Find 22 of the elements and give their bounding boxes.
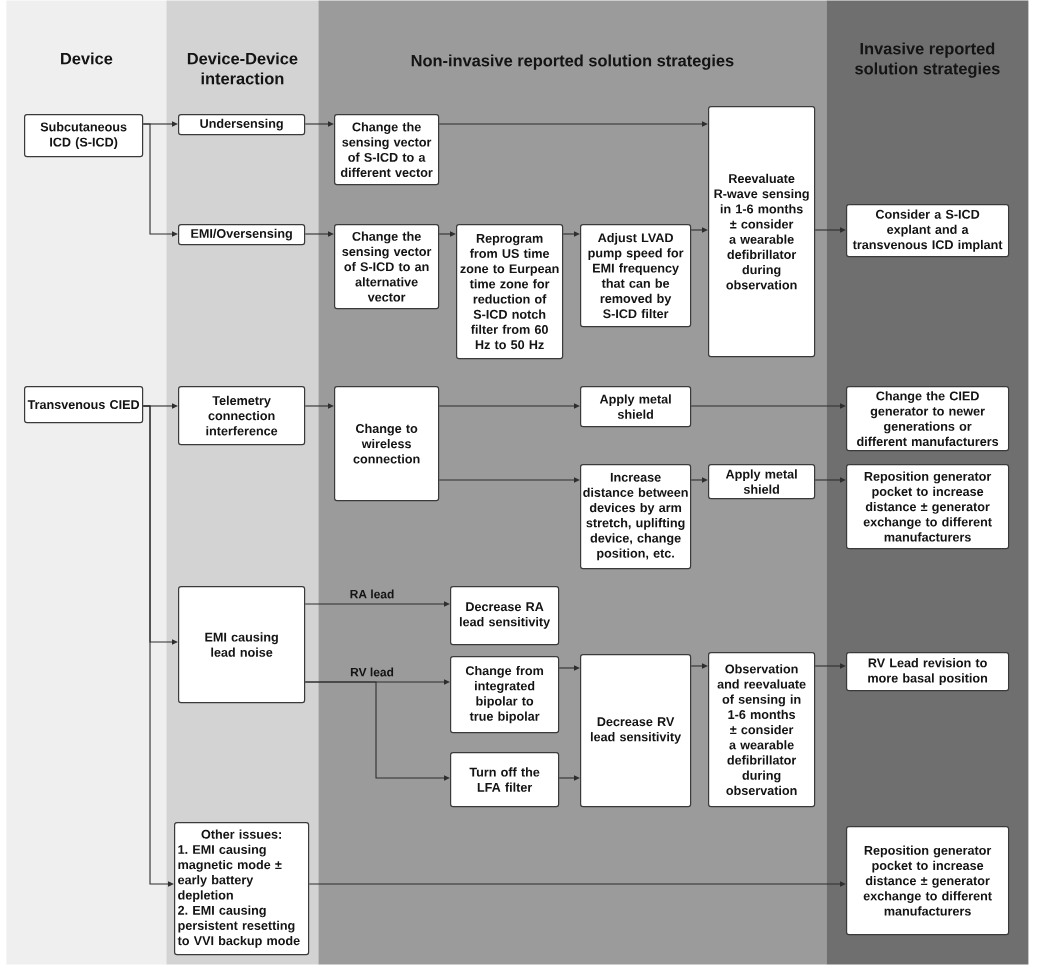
arrow [814,477,846,483]
arrow [690,663,708,669]
arrow [814,227,846,233]
arrow [304,681,450,781]
arrow [438,231,456,237]
arrow [438,403,580,409]
arrow [142,405,174,887]
arrow [558,665,580,671]
arrow [304,601,450,607]
arrow [308,881,846,887]
arrow [304,403,334,409]
arrow [558,775,580,781]
arrow [438,477,580,483]
arrow [814,663,846,669]
arrow [690,477,708,483]
arrow [304,231,334,237]
arrow [142,123,178,237]
arrow [438,121,708,127]
arrow [304,121,334,127]
arrow [690,403,846,409]
arrow [690,227,708,233]
arrow [562,231,580,237]
